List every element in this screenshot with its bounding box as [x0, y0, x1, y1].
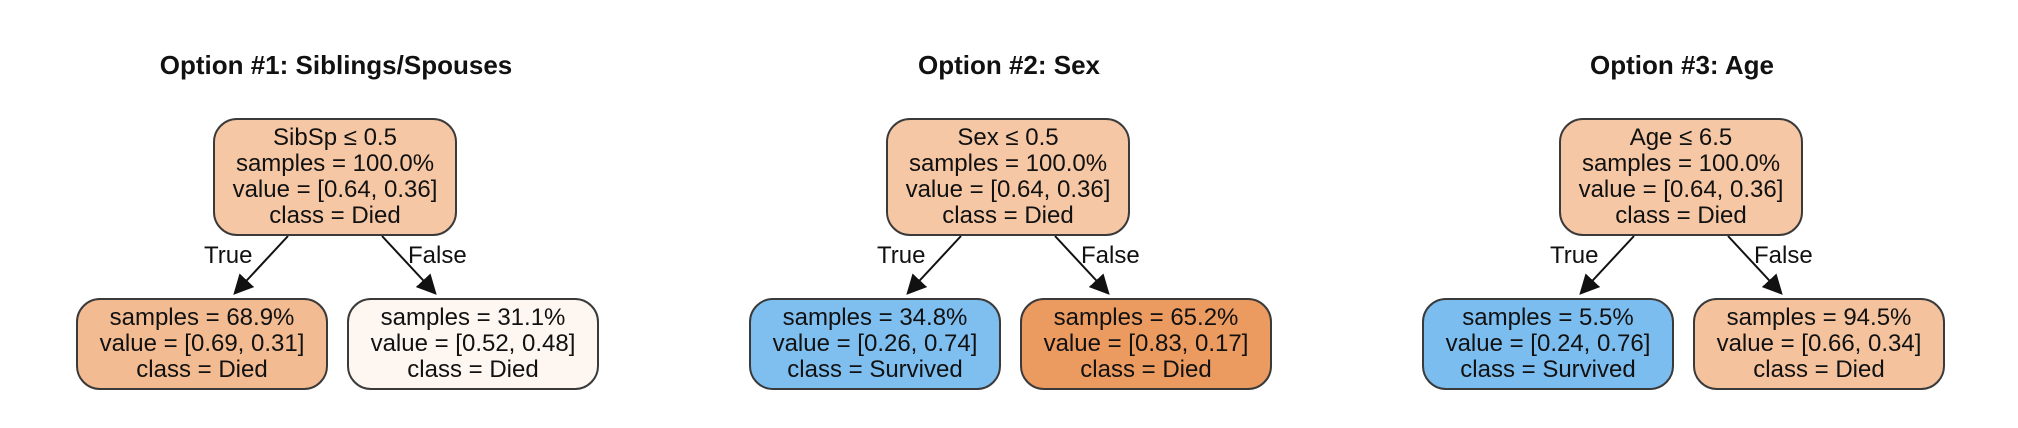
- tree-title: Option #1: Siblings/Spouses: [159, 50, 513, 80]
- node-line: samples = 100.0%: [1581, 150, 1781, 177]
- root-node: Age ≤ 6.5 samples = 100.0% value = [0.64…: [1559, 118, 1803, 236]
- tree-edges: [1579, 235, 1783, 295]
- leaf-node-true: samples = 34.8% value = [0.26, 0.74] cla…: [749, 298, 1001, 390]
- edge-label-false: False: [408, 242, 467, 269]
- node-line: class = Died: [942, 202, 1074, 229]
- node-line: value = [0.64, 0.36]: [1578, 176, 1784, 203]
- edge-false: [1054, 235, 1110, 295]
- node-line: value = [0.69, 0.31]: [99, 330, 305, 357]
- node-line: class = Died: [1615, 202, 1747, 229]
- node-line: samples = 100.0%: [908, 150, 1108, 177]
- node-line: Age ≤ 6.5: [1629, 124, 1733, 151]
- node-line: SibSp ≤ 0.5: [273, 124, 397, 151]
- node-line: samples = 94.5%: [1726, 304, 1912, 331]
- node-line: value = [0.64, 0.36]: [232, 176, 438, 203]
- edge-label-true: True: [1550, 242, 1599, 269]
- node-line: class = Survived: [787, 356, 963, 383]
- node-line: samples = 34.8%: [782, 304, 968, 331]
- tree-panel-siblings: Option #1: Siblings/Spouses True False S…: [0, 0, 672, 428]
- edge-label-false: False: [1754, 242, 1813, 269]
- node-line: class = Died: [269, 202, 401, 229]
- node-line: samples = 68.9%: [109, 304, 295, 331]
- node-line: value = [0.26, 0.74]: [772, 330, 978, 357]
- node-line: class = Survived: [1460, 356, 1636, 383]
- tree-panel-age: Option #3: Age True False Age ≤ 6.5 samp…: [1346, 0, 2018, 428]
- node-line: samples = 100.0%: [235, 150, 435, 177]
- edge-label-false: False: [1081, 242, 1140, 269]
- leaf-node-false: samples = 94.5% value = [0.66, 0.34] cla…: [1693, 298, 1945, 390]
- node-line: class = Died: [407, 356, 539, 383]
- node-line: value = [0.83, 0.17]: [1043, 330, 1249, 357]
- tree-title: Option #3: Age: [1590, 50, 1774, 80]
- leaf-node-false: samples = 65.2% value = [0.83, 0.17] cla…: [1020, 298, 1272, 390]
- node-line: samples = 31.1%: [380, 304, 566, 331]
- leaf-node-true: samples = 5.5% value = [0.24, 0.76] clas…: [1422, 298, 1674, 390]
- node-line: class = Died: [1080, 356, 1212, 383]
- edge-true: [906, 235, 962, 295]
- leaf-node-false: samples = 31.1% value = [0.52, 0.48] cla…: [347, 298, 599, 390]
- leaf-node-true: samples = 68.9% value = [0.69, 0.31] cla…: [76, 298, 328, 390]
- node-line: value = [0.64, 0.36]: [905, 176, 1111, 203]
- root-node: Sex ≤ 0.5 samples = 100.0% value = [0.64…: [886, 118, 1130, 236]
- root-node: SibSp ≤ 0.5 samples = 100.0% value = [0.…: [213, 118, 457, 236]
- node-line: samples = 65.2%: [1053, 304, 1239, 331]
- edge-label-true: True: [204, 242, 253, 269]
- edge-false: [381, 235, 437, 295]
- edge-true: [1579, 235, 1635, 295]
- node-line: value = [0.66, 0.34]: [1716, 330, 1922, 357]
- tree-panel-sex: Option #2: Sex True False Sex ≤ 0.5 samp…: [673, 0, 1345, 428]
- node-line: value = [0.24, 0.76]: [1445, 330, 1651, 357]
- tree-edges: [906, 235, 1110, 295]
- tree-title: Option #2: Sex: [917, 50, 1101, 80]
- node-line: class = Died: [1753, 356, 1885, 383]
- node-line: value = [0.52, 0.48]: [370, 330, 576, 357]
- tree-edges: [233, 235, 437, 295]
- edge-false: [1727, 235, 1783, 295]
- node-line: class = Died: [136, 356, 268, 383]
- edge-label-true: True: [877, 242, 926, 269]
- node-line: Sex ≤ 0.5: [957, 124, 1059, 151]
- edge-true: [233, 235, 289, 295]
- node-line: samples = 5.5%: [1462, 304, 1634, 331]
